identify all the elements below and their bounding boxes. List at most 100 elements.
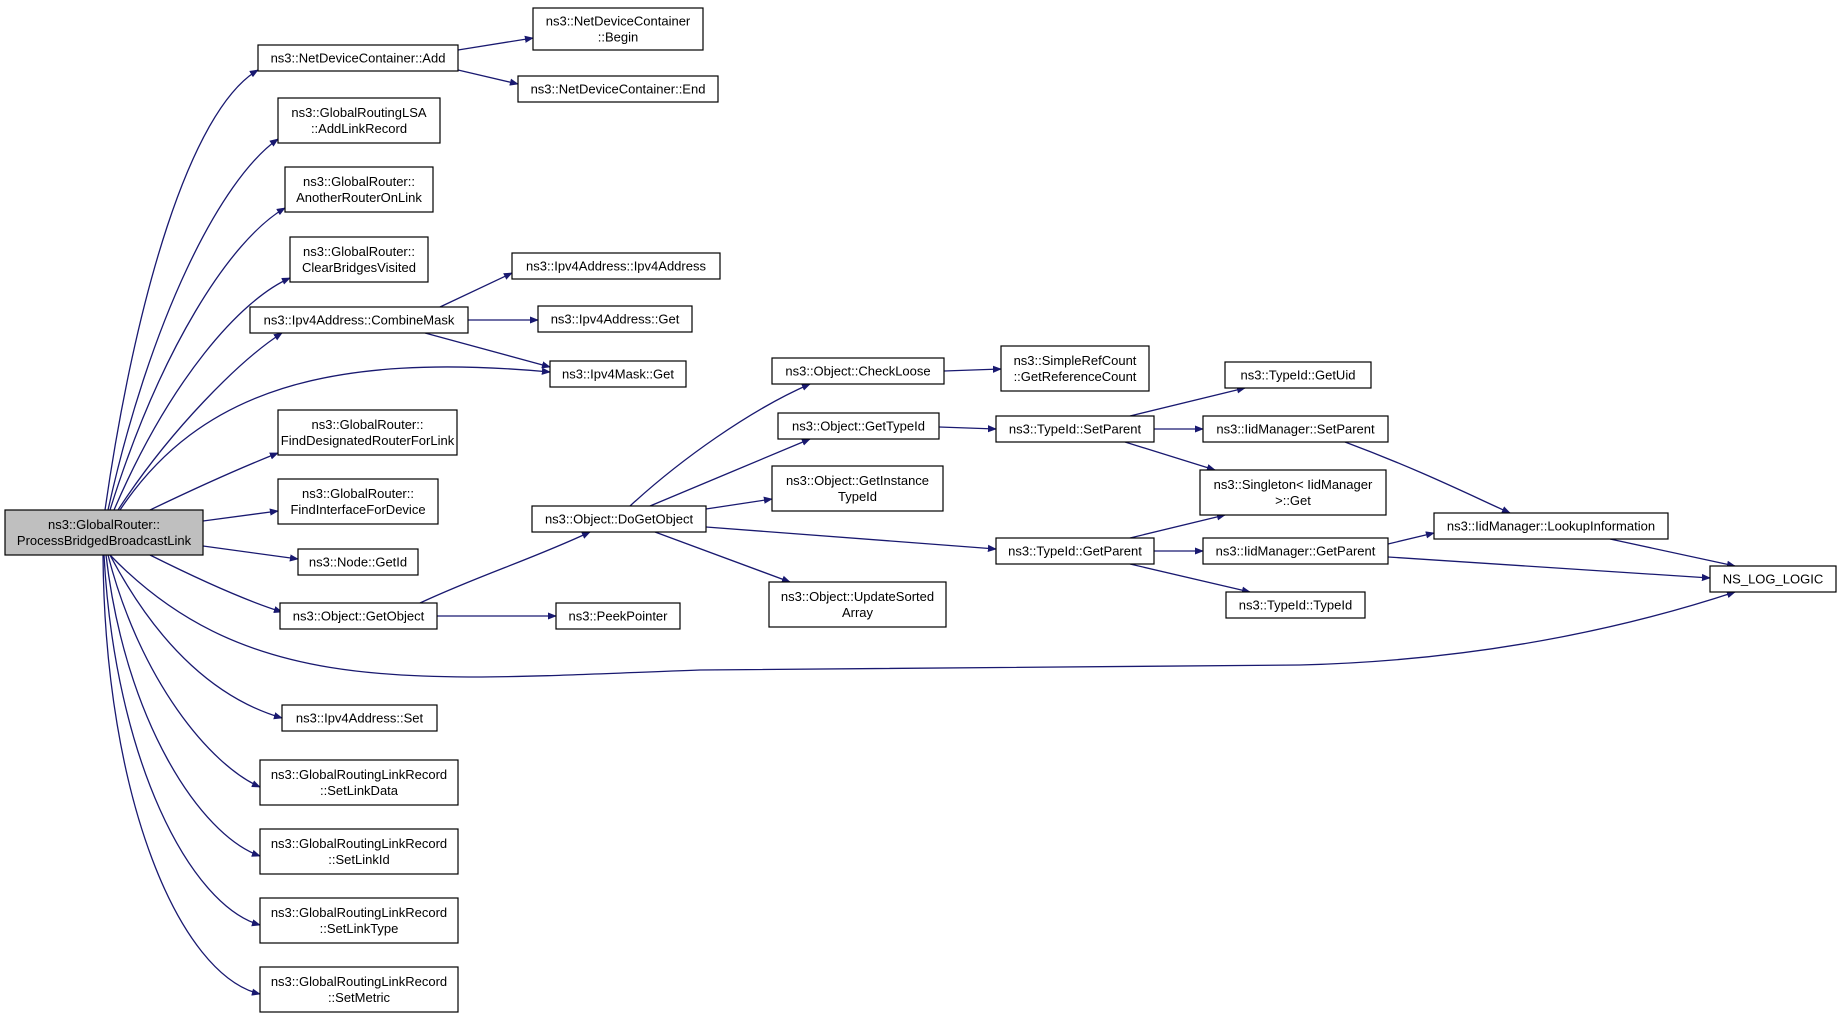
edge-iid-setparent-to-iid-lookup [1344,441,1511,514]
node-box [771,357,945,385]
node-label: ProcessBridgedBroadcastLink [17,533,192,548]
edge-root-to-gr-findif [202,508,279,522]
node-ndc-begin[interactable]: ns3::NetDeviceContainer::Begin [532,7,704,51]
node-label: ClearBridgesVisited [302,260,416,275]
edge-iid-getparent-to-iid-lookup [1387,531,1435,545]
edge-tid-setparent-to-singleton-get [1124,441,1216,472]
node-obj-checkloose[interactable]: ns3::Object::CheckLoose [771,357,945,385]
node-label: ns3::IidManager::SetParent [1216,422,1375,437]
edge-root-to-gr-finddr [149,452,279,511]
node-iid-getparent[interactable]: ns3::IidManager::GetParent [1202,537,1389,565]
node-tid-typeid[interactable]: ns3::TypeId::TypeId [1225,591,1366,619]
edge-obj-dogetobject-to-tid-getparent [705,526,997,552]
node-label: AnotherRouterOnLink [296,190,422,205]
edge-iid-lookup-to-ns-log [1609,538,1736,568]
node-obj-gettypeid[interactable]: ns3::Object::GetTypeId [777,412,940,440]
node-label: FindDesignatedRouterForLink [281,433,455,448]
edge-root-to-ipv4-combine [117,332,283,511]
node-label: ns3::GlobalRoutingLinkRecord [271,767,447,782]
node-label: >::Get [1275,493,1311,508]
node-mask-get[interactable]: ns3::Ipv4Mask::Get [549,360,687,388]
node-gr-finddr[interactable]: ns3::GlobalRouter::FindDesignatedRouterF… [277,409,458,456]
node-label: ns3::Object::GetTypeId [792,419,925,434]
node-box [259,759,459,806]
node-box [259,966,459,1013]
edge-ipv4-combine-to-ipv4-ctor [439,272,513,308]
node-grlr-settype[interactable]: ns3::GlobalRoutingLinkRecord::SetLinkTyp… [259,897,459,944]
node-label: ns3::GlobalRouter:: [302,486,414,501]
node-ndc-add[interactable]: ns3::NetDeviceContainer::Add [257,44,459,72]
node-label: ns3::Ipv4Address::CombineMask [264,313,455,328]
edge-root-to-grlr-setdata [107,554,261,788]
node-lsa-addlink[interactable]: ns3::GlobalRoutingLSA::AddLinkRecord [277,97,441,144]
node-singleton-get[interactable]: ns3::Singleton< IidManager>::Get [1199,469,1387,516]
node-box [995,415,1155,443]
node-box [537,305,693,333]
node-label: ::AddLinkRecord [311,121,407,136]
edge-root-to-ipv4-set [109,554,283,720]
node-label: ns3::Ipv4Address::Set [296,711,424,726]
edge-ipv4-combine-to-mask-get [424,332,551,369]
node-box [1224,361,1372,389]
node-tid-getuid[interactable]: ns3::TypeId::GetUid [1224,361,1372,389]
node-obj-dogetobject[interactable]: ns3::Object::DoGetObject [531,505,707,533]
node-gr-findif[interactable]: ns3::GlobalRouter::FindInterfaceForDevic… [277,478,439,525]
node-label: ns3::IidManager::LookupInformation [1447,519,1655,534]
node-box [771,465,944,512]
node-box [511,252,721,280]
node-label: ns3::Object::GetObject [293,609,425,624]
node-box [1433,512,1669,540]
node-tid-setparent[interactable]: ns3::TypeId::SetParent [995,415,1155,443]
node-node-getid[interactable]: ns3::Node::GetId [297,548,419,576]
nodes: ns3::GlobalRouter::ProcessBridgedBroadca… [4,7,1837,1013]
node-iid-setparent[interactable]: ns3::IidManager::SetParent [1202,415,1389,443]
edge-obj-dogetobject-to-obj-getinst [705,496,773,510]
edge-root-to-gr-another [109,207,286,511]
node-grlr-setid[interactable]: ns3::GlobalRoutingLinkRecord::SetLinkId [259,828,459,875]
edge-obj-dogetobject-to-obj-updatesorted [654,531,791,583]
node-label: ::SetLinkId [328,852,389,867]
edges [102,35,1736,996]
node-box [768,581,947,628]
node-obj-getobject[interactable]: ns3::Object::GetObject [279,602,438,630]
node-label: ns3::SimpleRefCount [1014,353,1137,368]
node-gr-clear[interactable]: ns3::GlobalRouter::ClearBridgesVisited [289,236,429,283]
node-label: ::SetMetric [328,990,391,1005]
edge-obj-gettypeid-to-tid-setparent [938,425,997,433]
node-label: ns3::PeekPointer [568,609,668,624]
node-label: ns3::NetDeviceContainer::Add [271,51,446,66]
node-label: ns3::Object::DoGetObject [545,512,694,527]
node-ipv4-ctor[interactable]: ns3::Ipv4Address::Ipv4Address [511,252,721,280]
node-iid-lookup[interactable]: ns3::IidManager::LookupInformation [1433,512,1669,540]
edge-root-to-ns-log [109,554,1736,678]
node-label: ns3::TypeId::GetUid [1241,368,1356,383]
node-ipv4-combine[interactable]: ns3::Ipv4Address::CombineMask [249,306,469,334]
node-ns-log[interactable]: NS_LOG_LOGIC [1709,565,1837,593]
node-srefcount[interactable]: ns3::SimpleRefCount::GetReferenceCount [1000,345,1150,392]
node-label: ::SetLinkType [320,921,399,936]
node-box [289,236,429,283]
node-label: FindInterfaceForDevice [290,502,425,517]
node-peekpointer[interactable]: ns3::PeekPointer [555,602,681,630]
edge-obj-dogetobject-to-obj-checkloose [629,383,811,507]
node-box [277,409,458,456]
node-box [532,7,704,51]
node-ipv4-get[interactable]: ns3::Ipv4Address::Get [537,305,693,333]
node-label: ns3::Node::GetId [309,555,407,570]
node-label: ns3::GlobalRouter:: [303,174,415,189]
node-root[interactable]: ns3::GlobalRouter::ProcessBridgedBroadca… [4,509,204,556]
node-box [297,548,419,576]
node-box [257,44,459,72]
node-ipv4-set[interactable]: ns3::Ipv4Address::Set [281,704,438,732]
edge-root-to-mask-get [119,366,551,511]
node-label: ::Begin [598,30,638,45]
node-ndc-end[interactable]: ns3::NetDeviceContainer::End [517,75,719,103]
node-grlr-setdata[interactable]: ns3::GlobalRoutingLinkRecord::SetLinkDat… [259,759,459,806]
node-grlr-setmetric[interactable]: ns3::GlobalRoutingLinkRecord::SetMetric [259,966,459,1013]
node-box [4,509,204,556]
node-gr-another[interactable]: ns3::GlobalRouter::AnotherRouterOnLink [284,166,434,213]
node-tid-getparent[interactable]: ns3::TypeId::GetParent [995,537,1155,565]
edge-root-to-grlr-setmetric [102,554,261,996]
